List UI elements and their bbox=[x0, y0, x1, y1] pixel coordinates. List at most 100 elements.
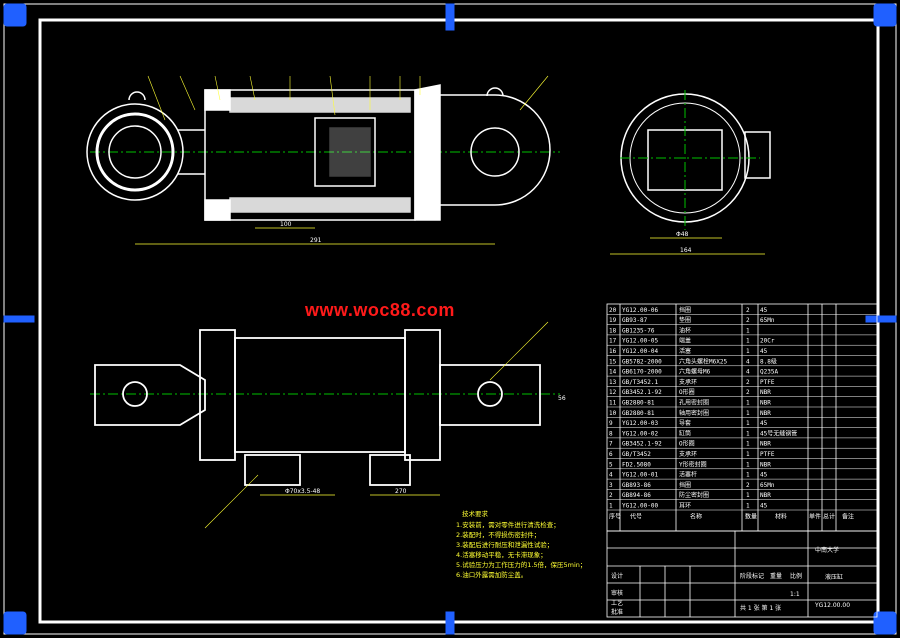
bom-cell-qty: 1 bbox=[746, 338, 750, 345]
center-mark-left bbox=[3, 315, 35, 323]
bom-cell-code: YG12.00-06 bbox=[622, 307, 659, 314]
bom-cell-qty: 1 bbox=[746, 492, 750, 499]
bom-cell-qty: 2 bbox=[746, 389, 750, 396]
plan-left-hole bbox=[122, 381, 148, 407]
tb-university: 中南大学 bbox=[815, 546, 839, 554]
bom-header-remark: 备注 bbox=[842, 512, 854, 520]
bom-cell-name: 耳环 bbox=[679, 503, 691, 510]
end-view bbox=[610, 90, 771, 255]
bom-cell-code: YG12.00-05 bbox=[622, 338, 659, 345]
bom-cell-qty: 2 bbox=[746, 307, 750, 314]
bom-cell-no: 20 bbox=[609, 307, 617, 314]
bom-header-total_weight: 总计 bbox=[823, 512, 835, 520]
bom-cell-name: Y形密封圈 bbox=[679, 460, 707, 468]
seal-block-bl bbox=[204, 199, 231, 221]
tb-approve: 批准 bbox=[611, 608, 623, 616]
bom-cell-name: 防尘密封圈 bbox=[679, 491, 709, 499]
bom-cell-name: 挡圈 bbox=[679, 306, 691, 314]
bom-cell-qty: 1 bbox=[746, 430, 750, 437]
bom-cell-mat: 45 bbox=[760, 420, 768, 427]
bom-cell-mat: 45 bbox=[760, 348, 768, 355]
center-mark-right bbox=[865, 315, 897, 323]
plan-right-eye bbox=[439, 364, 541, 426]
bom-cell-name: 六角螺母M6 bbox=[679, 368, 711, 376]
tb-drawing-number: YG12.00.00 bbox=[814, 602, 850, 609]
bom-cell-mat: 45 bbox=[760, 472, 768, 479]
bom-cell-qty: 1 bbox=[746, 400, 750, 407]
bom-cell-code: GB3452.1-92 bbox=[622, 441, 662, 448]
dim-bottom-sub: Φ70x3.5-48 bbox=[285, 488, 320, 495]
barrel-wall-bottom bbox=[229, 197, 411, 213]
bom-cell-no: 1 bbox=[609, 503, 613, 510]
bom-cell-code: GB3452.1-92 bbox=[622, 389, 662, 396]
bom-cell-code: YG12.00-01 bbox=[622, 472, 659, 479]
bom-header-name: 名称 bbox=[690, 512, 702, 520]
notes-line-5: 5.试验压力为工作压力的1.5倍，保压5min； bbox=[456, 560, 586, 569]
tb-ratio: 比例 bbox=[790, 572, 802, 580]
bom-cell-code: YG12.00-03 bbox=[622, 420, 659, 427]
bom-cell-mat: NBR bbox=[760, 410, 771, 417]
notes-line-1: 1.安装前，需对零件进行清洗检查； bbox=[456, 520, 560, 529]
bom-cell-code: GB/T3452 bbox=[622, 451, 651, 458]
notes-line-2: 2.装配时，不得损伤密封件； bbox=[456, 530, 540, 539]
left-eye-outer bbox=[86, 103, 184, 201]
bom-cell-mat: NBR bbox=[760, 441, 771, 448]
end-view-square bbox=[647, 129, 723, 191]
bom-cell-name: O形圈 bbox=[679, 440, 695, 448]
plan-port-right bbox=[369, 454, 411, 486]
bom-cell-mat: 45号无缝钢管 bbox=[760, 429, 797, 437]
bom-header-code: 代号 bbox=[630, 512, 642, 520]
notes-title: 技术要求 bbox=[462, 509, 489, 518]
tb-scale: 1:1 bbox=[790, 591, 800, 598]
plan-left-eye bbox=[94, 364, 206, 426]
bom-cell-no: 8 bbox=[609, 430, 613, 437]
bom-cell-name: 垫圈 bbox=[679, 316, 691, 324]
barrel-wall-top bbox=[229, 97, 411, 113]
bom-cell-name: 挡圈 bbox=[679, 481, 691, 489]
tb-process: 工艺 bbox=[611, 599, 623, 607]
bom-cell-qty: 1 bbox=[746, 348, 750, 355]
main-section-view bbox=[86, 75, 560, 245]
bom-cell-mat: 20Cr bbox=[760, 338, 775, 345]
bom-cell-no: 6 bbox=[609, 451, 613, 458]
bom-cell-no: 19 bbox=[609, 317, 617, 324]
bom-cell-name: 六角头螺栓M6X25 bbox=[679, 357, 727, 365]
dim-overall: 291 bbox=[310, 237, 322, 244]
watermark: www.woc88.com bbox=[305, 300, 455, 320]
corner-marker-br bbox=[873, 611, 897, 635]
bom-cell-mat: PTFE bbox=[760, 379, 775, 386]
bom-cell-mat: PTFE bbox=[760, 451, 775, 458]
bom-cell-no: 10 bbox=[609, 410, 617, 417]
notes-line-3: 3.装配后进行耐压和泄漏性试验； bbox=[456, 540, 553, 549]
title-block bbox=[606, 530, 878, 618]
bom-cell-code: GB5782-2000 bbox=[622, 358, 662, 365]
bom-cell-qty: 4 bbox=[746, 358, 750, 365]
bom-cell-name: 轴用密封圈 bbox=[679, 409, 709, 417]
bom-header-unit_weight: 单件 bbox=[809, 512, 821, 520]
bom-header-no: 序号 bbox=[609, 512, 621, 520]
dim-end-width: 164 bbox=[680, 247, 692, 254]
bom-cell-no: 15 bbox=[609, 358, 617, 365]
bom-cell-code: GB893-86 bbox=[622, 482, 651, 489]
bom-cell-no: 9 bbox=[609, 420, 613, 427]
bom-cell-qty: 2 bbox=[746, 482, 750, 489]
bom-cell-mat: 45 bbox=[760, 307, 768, 314]
left-eye-inner bbox=[108, 125, 162, 179]
bom-cell-no: 7 bbox=[609, 441, 613, 448]
bom-header-mat: 材料 bbox=[775, 512, 787, 520]
bom-cell-mat: 65Mn bbox=[760, 317, 775, 324]
bom-cell-code: FD2.5080 bbox=[622, 461, 651, 468]
plan-barrel bbox=[234, 337, 406, 453]
bom-cell-code: GB93-87 bbox=[622, 317, 648, 324]
bom-cell-code: GB1235-76 bbox=[622, 327, 655, 334]
bom-cell-name: 支承环 bbox=[679, 378, 697, 386]
bom-cell-code: GB2880-81 bbox=[622, 400, 655, 407]
bom-cell-mat: NBR bbox=[760, 389, 771, 396]
bom-cell-qty: 1 bbox=[746, 503, 750, 510]
left-eye-lug bbox=[128, 91, 146, 101]
dim-bottom-dia: 56 bbox=[558, 395, 566, 402]
bom-cell-no: 18 bbox=[609, 327, 617, 334]
corner-marker-tr bbox=[873, 3, 897, 27]
bom-cell-code: GB2880-81 bbox=[622, 410, 655, 417]
